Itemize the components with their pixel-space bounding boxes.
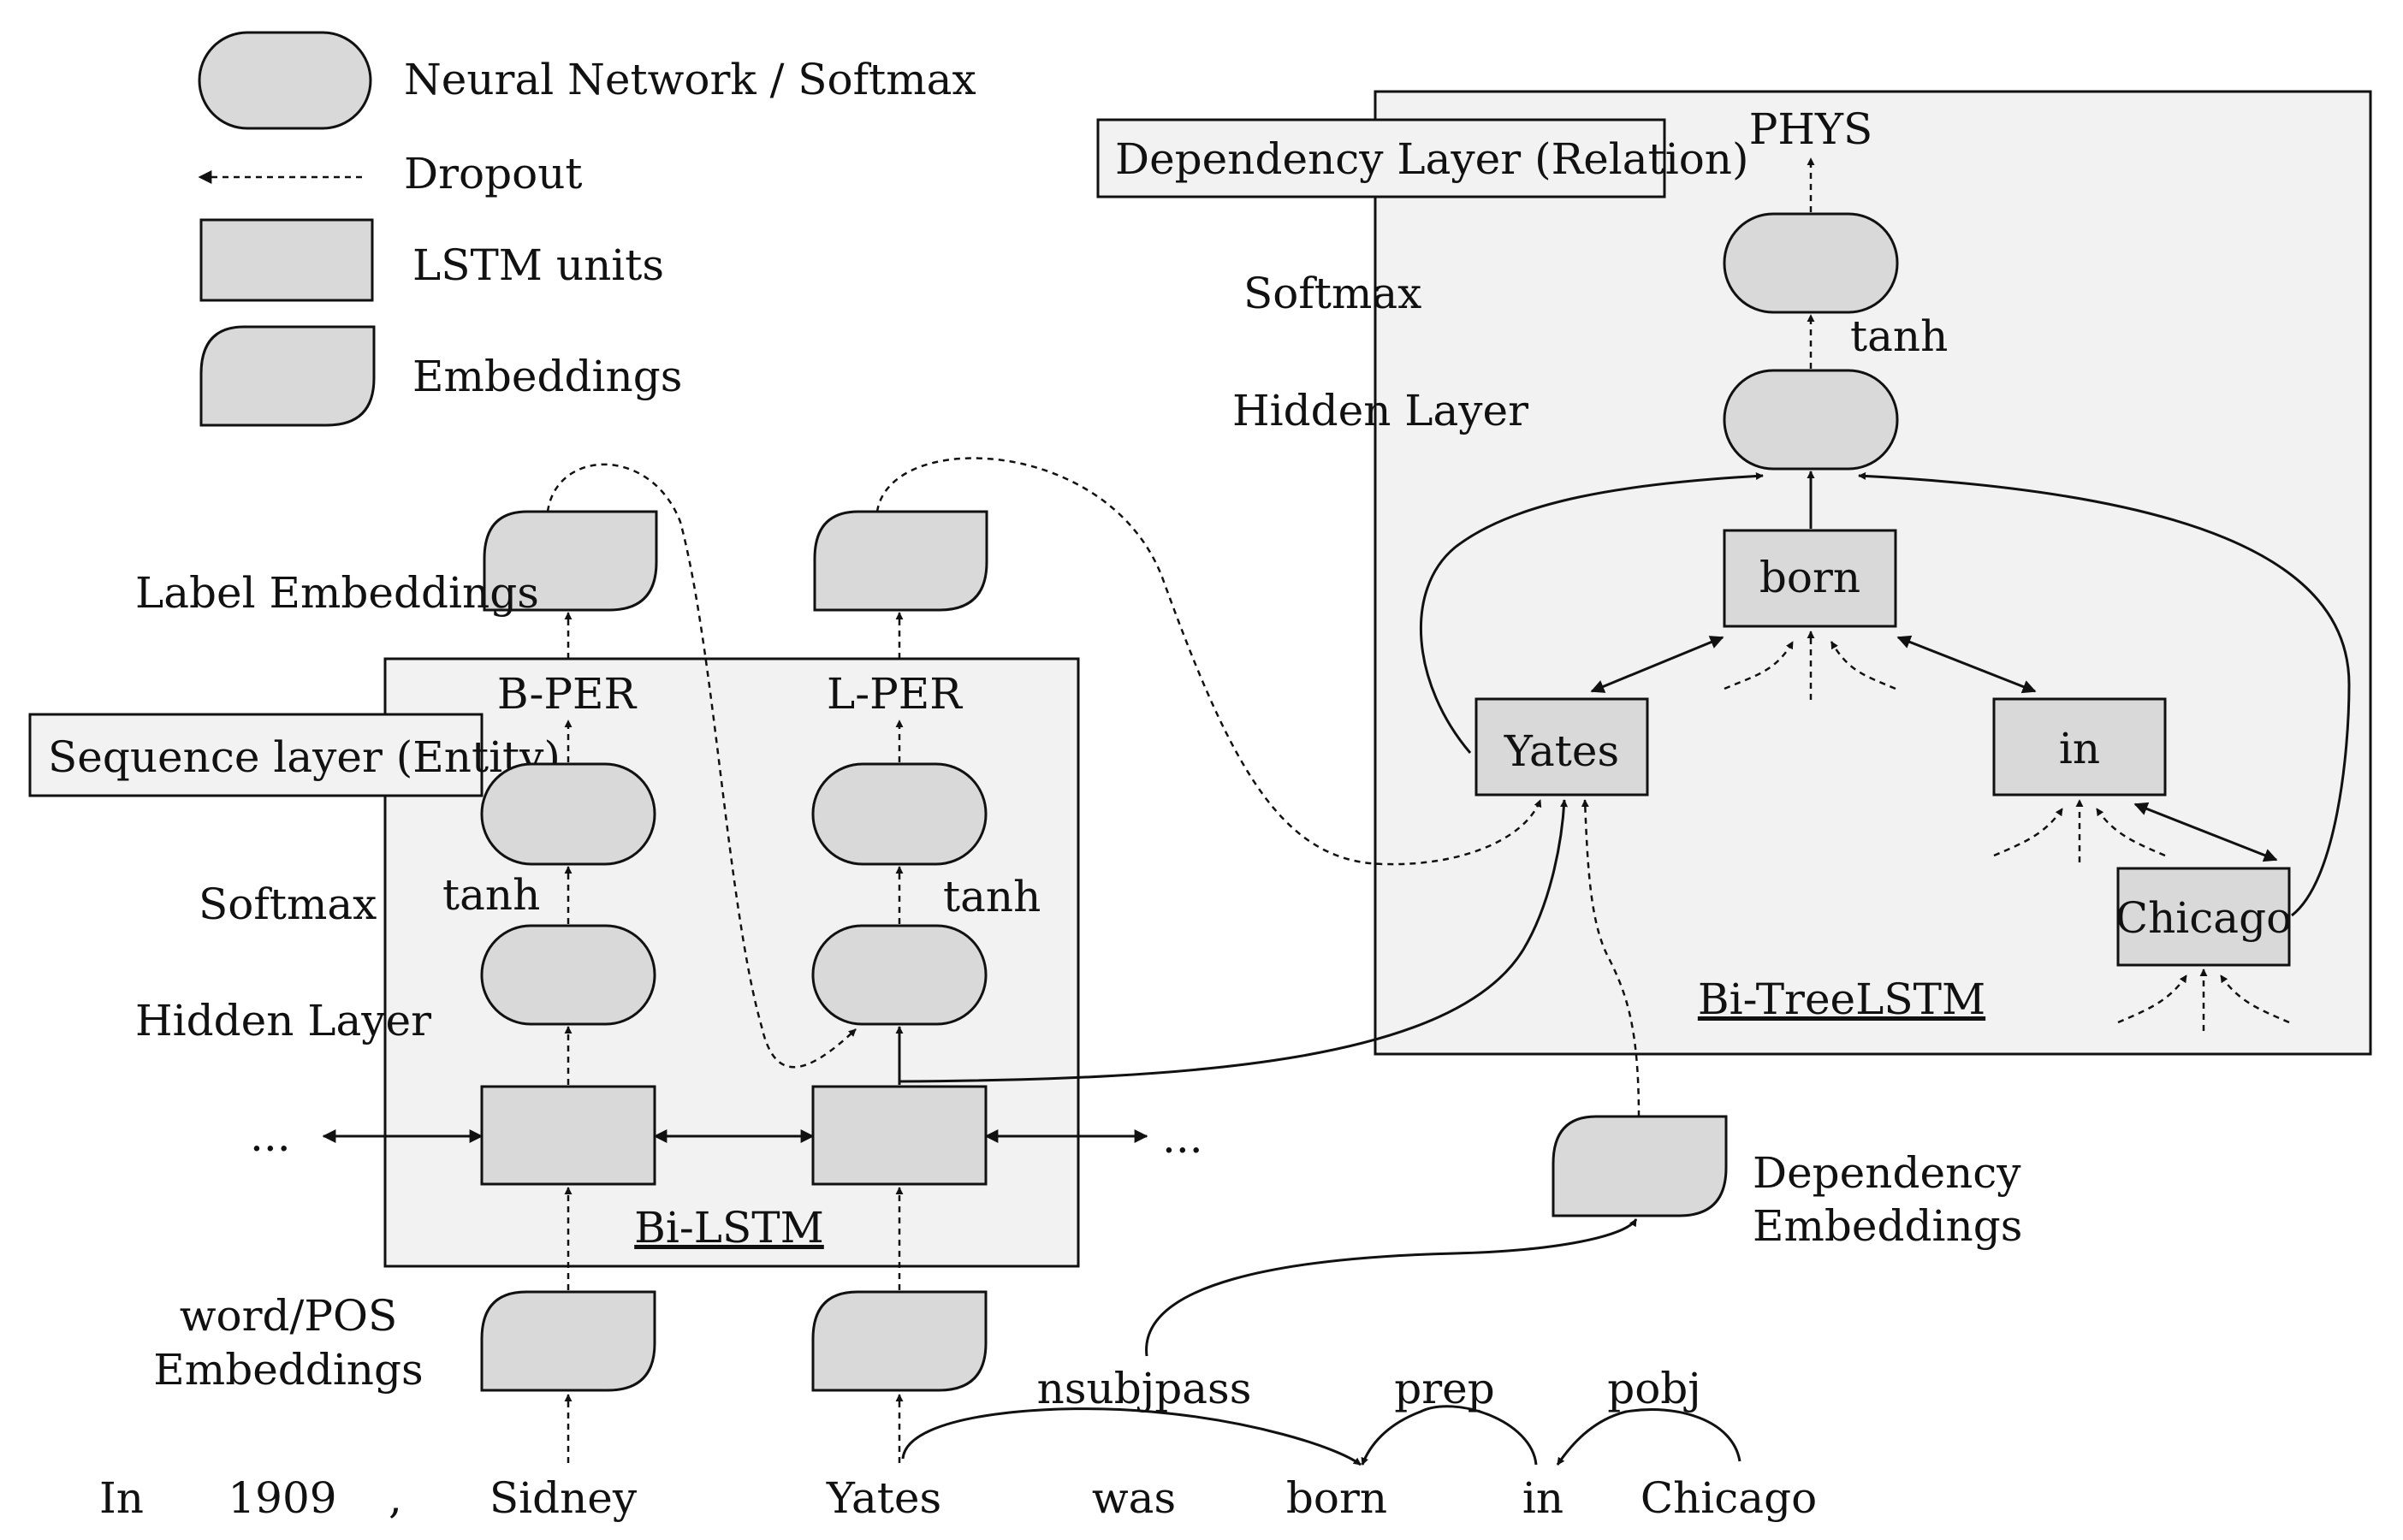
legend-embedding-label: Embeddings — [412, 352, 682, 401]
sentence-token: , — [389, 1473, 402, 1523]
tag-l-per: L-PER — [827, 669, 963, 719]
legend-lstm-label: LSTM units — [412, 240, 664, 290]
dependency-softmax-label: Softmax — [1243, 269, 1421, 318]
lstm-unit-right — [811, 1085, 988, 1186]
tree-node-in — [1992, 697, 2167, 797]
legend-lstm-shape — [199, 218, 374, 302]
label-embedding-right — [813, 510, 988, 612]
arc-label-pobj: pobj — [1607, 1364, 1701, 1413]
ellipsis-left: ... — [250, 1111, 291, 1161]
bilstm-label: Bi-LSTM — [634, 1203, 824, 1253]
sequence-layer-title: Sequence layer (Entity) — [48, 732, 561, 782]
softmax-node-left — [480, 762, 656, 866]
label-embeddings-text: Label Embeddings — [135, 568, 539, 618]
tree-node-born-label: born — [1759, 553, 1860, 602]
bitreelstm-label: Bi-TreeLSTM — [1698, 974, 1985, 1024]
label-embedding-to-yates-arrow — [875, 457, 1542, 866]
dependency-hidden-label: Hidden Layer — [1232, 386, 1528, 435]
hidden-layer-label-left: Hidden Layer — [135, 996, 431, 1045]
sentence-token: Chicago — [1641, 1473, 1817, 1523]
dependency-layer: Dependency Layer (Relation) PHYS Softmax… — [1096, 104, 2351, 1251]
word-embedding-left — [480, 1290, 656, 1392]
tree-node-chicago — [2116, 867, 2291, 967]
tree-edge-born-in — [1896, 635, 2037, 694]
tree-node-yates-label: Yates — [1504, 726, 1619, 776]
born-input-fan — [1830, 641, 1896, 690]
softmax-node-right — [811, 762, 988, 866]
dependency-layer-title: Dependency Layer (Relation) — [1115, 134, 1749, 184]
tag-b-per: B-PER — [497, 669, 638, 719]
ellipsis-right: ... — [1162, 1113, 1203, 1163]
dependency-softmax-node — [1723, 212, 1899, 314]
word-pos-label-line1: word/POS — [180, 1291, 398, 1341]
dependency-layer-title-box — [1096, 118, 1666, 198]
arc-label-prep: prep — [1394, 1364, 1495, 1413]
dependency-embedding-to-yates-arrow — [1581, 799, 1641, 1117]
sentence-token: 1909 — [228, 1473, 336, 1523]
tree-node-yates — [1474, 697, 1649, 797]
sentence-token: In — [99, 1473, 144, 1523]
softmax-label-left: Softmax — [199, 880, 377, 929]
word-pos-label-line2: Embeddings — [153, 1345, 423, 1395]
word-embedding-right — [811, 1290, 988, 1392]
arc-prep — [1361, 1405, 1538, 1466]
tree-edge-born-yates — [1590, 636, 1724, 693]
arc-pobj — [1556, 1408, 1741, 1466]
legend-nn-shape — [198, 31, 372, 130]
tree-edge-in-chicago — [2133, 802, 2278, 862]
tanh-label-left: tanh — [442, 870, 540, 920]
tree-node-chicago-label: Chicago — [2115, 893, 2292, 943]
sentence-token: Yates — [826, 1473, 941, 1523]
sequence-layer: Label Embeddings B-PER L-PER Sequence la… — [28, 457, 1569, 1463]
sentence-token: Sidney — [490, 1473, 638, 1523]
hidden-node-right — [811, 924, 988, 1026]
dependency-tanh-label: tanh — [1850, 311, 1948, 361]
tree-node-born — [1723, 529, 1897, 628]
arc-label-nsubjpass: nsubjpass — [1037, 1364, 1252, 1413]
tree-node-in-label: in — [2059, 724, 2100, 773]
hidden-node-left — [480, 924, 656, 1026]
dependency-hidden-node — [1723, 369, 1899, 471]
relation-label: PHYS — [1749, 104, 1873, 154]
lstm-unit-left — [480, 1085, 656, 1186]
sentence: In 1909 , Sidney Yates was born in Chica… — [99, 1473, 1817, 1523]
arc-nsubjpass — [901, 1407, 1362, 1466]
lstm-to-yates-arrow — [899, 799, 1569, 1083]
tanh-label-right: tanh — [943, 872, 1041, 921]
label-embedding-feed-arrow — [546, 463, 857, 1069]
sentence-token: in — [1522, 1473, 1563, 1523]
chicago-to-hidden-arrow — [1858, 471, 2351, 917]
label-embedding-left — [483, 510, 658, 612]
legend-nn-label: Neural Network / Softmax — [404, 55, 976, 104]
sequence-layer-title-box — [28, 713, 484, 797]
legend-embedding-shape — [199, 325, 376, 427]
yates-to-hidden-arrow — [1419, 471, 1764, 754]
legend: Neural Network / Softmax Dropout LSTM un… — [198, 31, 976, 427]
dependency-arcs — [901, 1218, 1741, 1466]
dependency-embeddings-line1: Dependency — [1753, 1148, 2021, 1198]
arc-to-dependency-embedding — [1145, 1218, 1638, 1357]
legend-dropout-label: Dropout — [404, 149, 583, 198]
dependency-embeddings-line2: Embeddings — [1753, 1201, 2022, 1251]
sentence-token: was — [1092, 1473, 1176, 1523]
dependency-embedding — [1552, 1115, 1728, 1217]
sentence-token: born — [1286, 1473, 1387, 1523]
